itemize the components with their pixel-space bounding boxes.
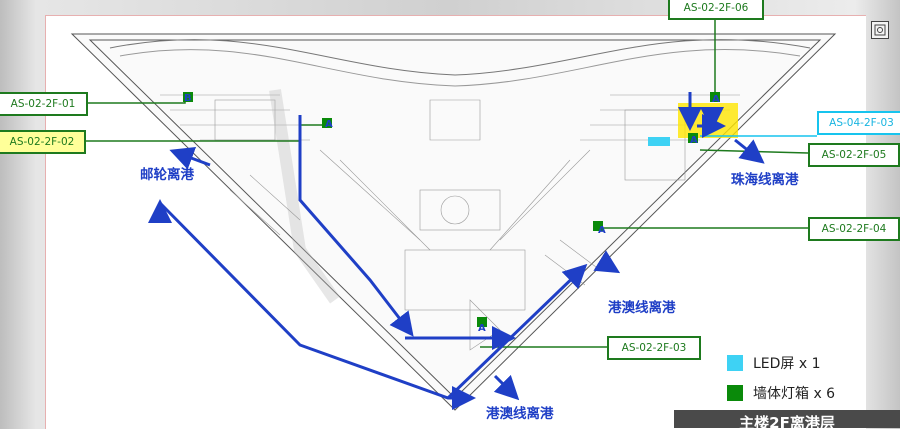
tag-as-02-2f-06: AS-02-2F-06 [668, 0, 764, 20]
area-label-cruise: 邮轮离港 [140, 167, 194, 183]
svg-text:A: A [325, 119, 333, 130]
area-label-gangao-1: 港澳线离港 [608, 300, 676, 316]
floorplan-details [160, 89, 740, 351]
marker-b: B [184, 93, 192, 104]
highlight-zone [678, 103, 738, 138]
building-outline [70, 33, 837, 411]
legend-lightbox: 墙体灯箱 x 6 [727, 383, 835, 403]
area-label-zhuhai: 珠海线离港 [731, 172, 799, 188]
zoom-icon[interactable] [871, 21, 889, 39]
legend-lightbox-label: 墙体灯箱 x 6 [753, 386, 836, 402]
tag-as-02-2f-02: AS-02-2F-02 [0, 130, 86, 154]
lightbox-markers: B A A A A A [183, 92, 720, 334]
svg-text:A: A [690, 135, 698, 146]
tag-as-04-2f-03: AS-04-2F-03 [817, 111, 900, 135]
svg-text:A: A [478, 323, 486, 334]
route-arrows [148, 92, 765, 410]
led-screen-marker [648, 137, 670, 146]
legend-led: LED屏 x 1 [727, 353, 821, 373]
tag-as-02-2f-04: AS-02-2F-04 [808, 217, 900, 241]
tag-as-02-2f-05: AS-02-2F-05 [808, 143, 900, 167]
svg-text:A: A [598, 225, 606, 236]
zoom-glyph-icon [874, 24, 886, 36]
lightbox-swatch-icon [727, 385, 743, 401]
svg-text:A: A [712, 94, 720, 105]
area-label-gangao-2: 港澳线离港 [486, 406, 554, 422]
floor-title-bar: 主楼2F离港层 [674, 410, 900, 428]
led-swatch-icon [727, 355, 743, 371]
legend-led-label: LED屏 x 1 [753, 356, 821, 372]
tag-as-02-2f-01: AS-02-2F-01 [0, 92, 88, 116]
tag-as-02-2f-03: AS-02-2F-03 [607, 336, 701, 360]
